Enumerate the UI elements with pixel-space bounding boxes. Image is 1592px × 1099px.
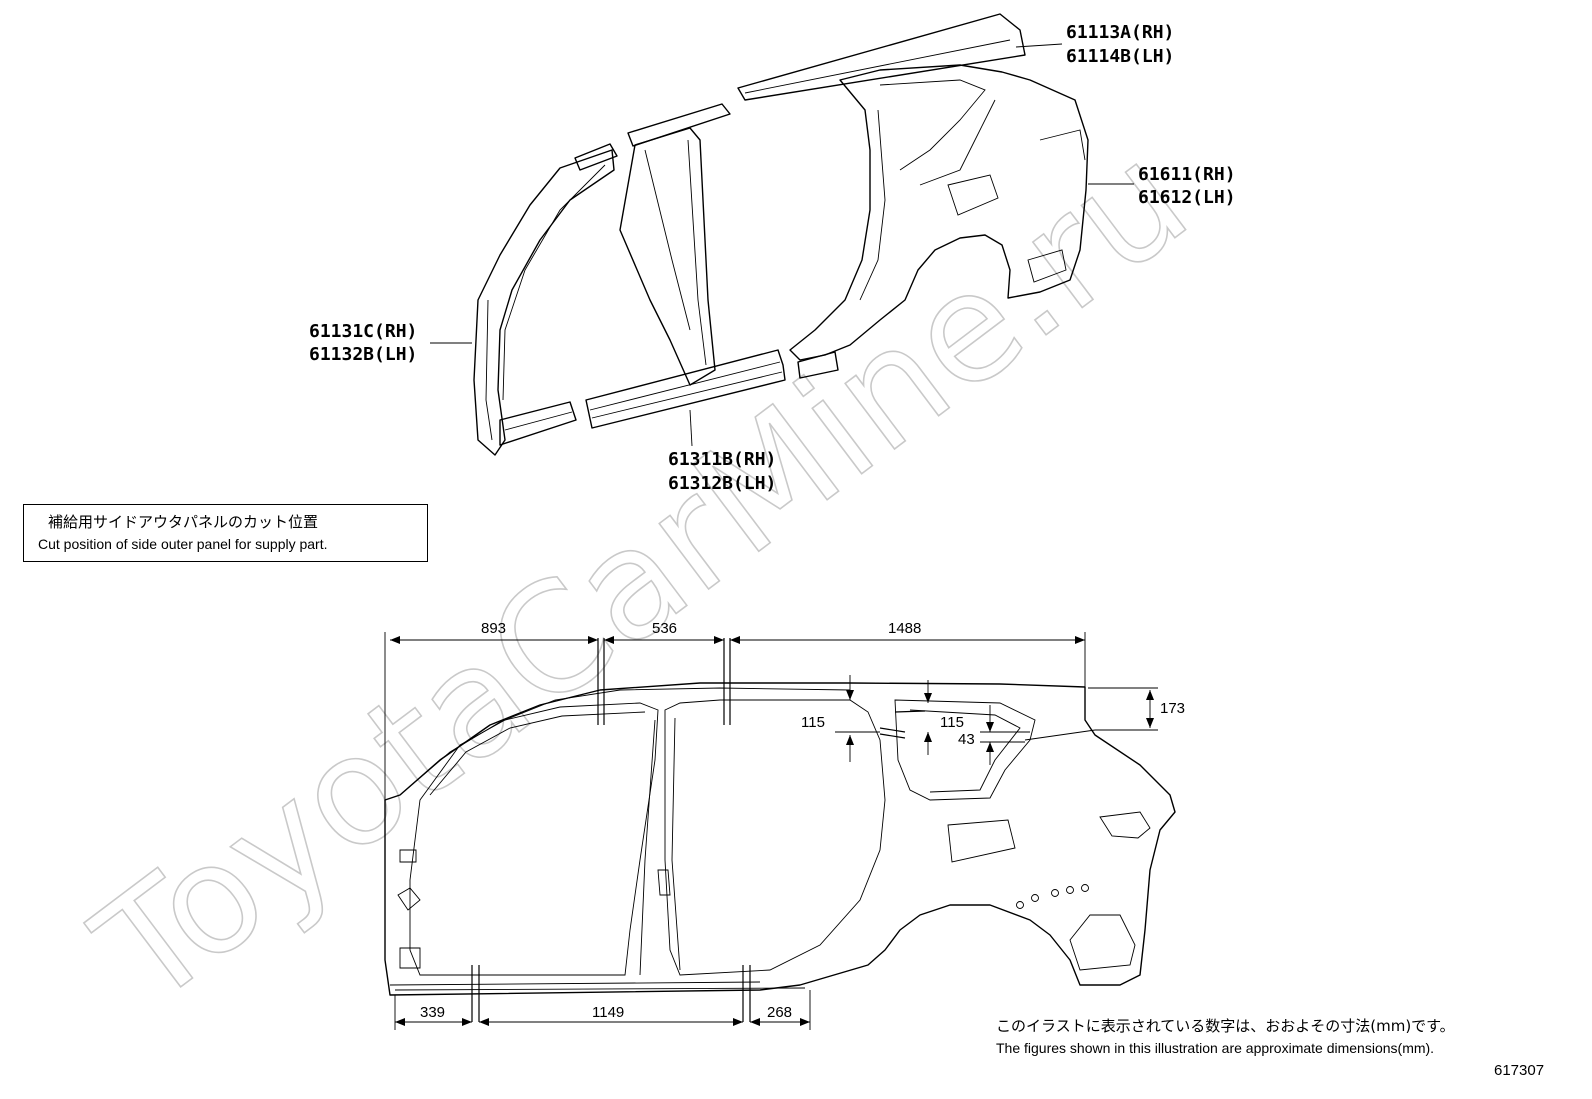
dimension-339: 339 xyxy=(420,1004,445,1021)
dimension-536: 536 xyxy=(652,620,677,637)
dimension-268: 268 xyxy=(767,1004,792,1021)
dimension-lines xyxy=(384,632,1158,1030)
cut-position-note: 補給用サイドアウタパネルのカット位置 Cut position of side … xyxy=(23,504,428,562)
note-en: Cut position of side outer panel for sup… xyxy=(38,536,328,552)
part-number-rocker-lh: 61312B(LH) xyxy=(668,473,776,494)
part-number-quarter-rh: 61611(RH) xyxy=(1138,164,1236,185)
part-number-roof-rail-rh: 61113A(RH) xyxy=(1066,22,1174,43)
part-leader-lines xyxy=(430,43,1134,447)
side-panel-exploded-view xyxy=(473,13,1089,456)
dimension-173: 173 xyxy=(1160,700,1185,717)
part-number-rocker-rh: 61311B(RH) xyxy=(668,449,776,470)
dimension-115-right: 115 xyxy=(940,714,964,731)
part-number-roof-rail-lh: 61114B(LH) xyxy=(1066,46,1174,67)
part-number-front-pillar-rh: 61131C(RH) xyxy=(309,321,417,342)
note-jp: 補給用サイドアウタパネルのカット位置 xyxy=(48,513,319,531)
dimension-115-left: 115 xyxy=(801,714,825,731)
dimension-43: 43 xyxy=(958,731,975,748)
part-number-front-pillar-lh: 61132B(LH) xyxy=(309,344,417,365)
figure-number: 617307 xyxy=(1494,1062,1545,1079)
footnote-en: The figures shown in this illustration a… xyxy=(996,1040,1435,1056)
side-panel-cut-view xyxy=(384,682,1176,996)
footnote-jp: このイラストに表示されている数字は、おおよその寸法(mm)です。 xyxy=(996,1017,1455,1035)
dimension-1149: 1149 xyxy=(592,1004,624,1021)
cut-lines xyxy=(471,638,926,1022)
watermark: ToyotaCarMine.ru xyxy=(66,111,1218,1039)
dimension-1488: 1488 xyxy=(888,620,921,637)
part-number-quarter-lh: 61612(LH) xyxy=(1138,187,1236,208)
dimension-893: 893 xyxy=(481,620,506,637)
